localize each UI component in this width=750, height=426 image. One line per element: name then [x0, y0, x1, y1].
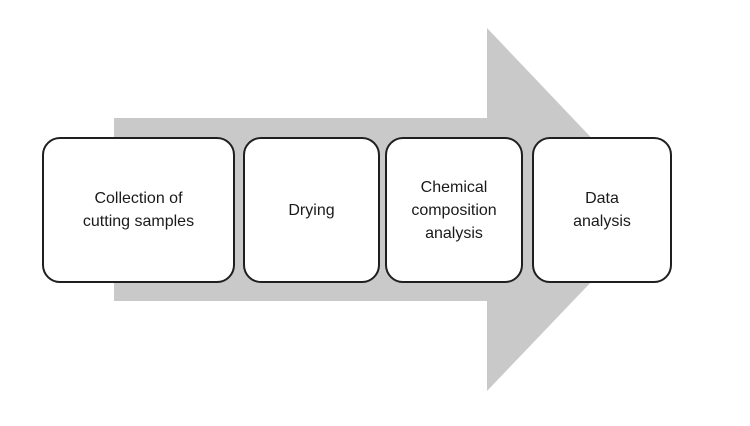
step-box-data-analysis: Data analysis	[532, 137, 672, 283]
step-label: Data analysis	[573, 190, 631, 230]
step-label: Collection of cutting samples	[82, 190, 195, 230]
step-label: Drying	[288, 201, 335, 219]
step-box-chemical-composition-analysis: Chemical composition analysis	[385, 137, 523, 283]
step-box-collection-of-cutting-samples: Collection of cutting samples	[42, 137, 235, 283]
step-box-drying: Drying	[243, 137, 380, 283]
step-label: Chemical composition analysis	[411, 178, 497, 242]
